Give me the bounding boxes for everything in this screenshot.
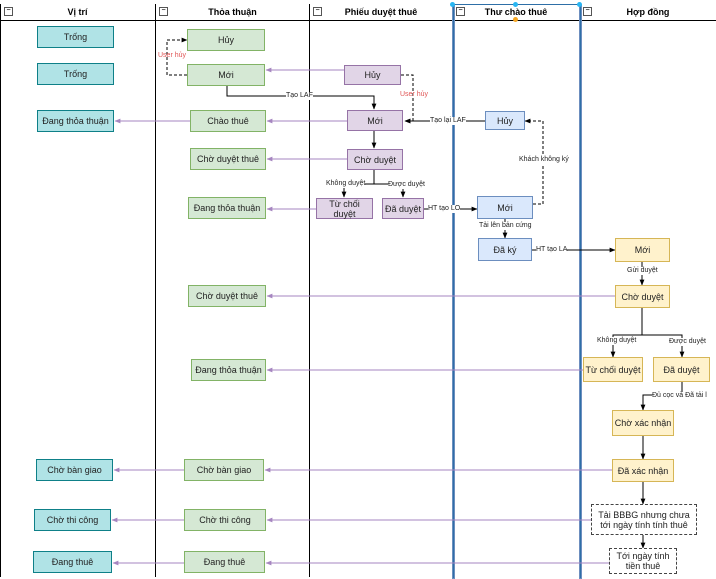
edge-duoc-duyet-2 — [642, 334, 685, 358]
node-hop-dong-tai-bbbg[interactable]: Tải BBBG nhưng chưa tới ngày tính tính t… — [591, 504, 697, 535]
lane-title: Hợp đồng — [626, 7, 670, 17]
node-hop-dong-da-xac-nhan[interactable]: Đã xác nhận — [612, 459, 674, 482]
node-thu-chao-thue-huy[interactable]: Hủy — [485, 111, 525, 130]
node-phieu-duyet-cho-duyet[interactable]: Chờ duyệt — [347, 149, 403, 170]
lane-header-hop-dong[interactable]: − Hợp đồng — [580, 4, 716, 21]
resize-handle[interactable] — [513, 2, 518, 7]
edge-label: Tải lên bản cứng — [479, 222, 532, 230]
node-thoa-thuan-cho-duyet-thue[interactable]: Chờ duyệt thuê — [190, 148, 266, 170]
lane-header-thoa-thuan[interactable]: − Thỏa thuận — [156, 4, 309, 21]
collapse-icon[interactable]: − — [583, 7, 592, 16]
node-hop-dong-da-duyet[interactable]: Đã duyệt — [653, 357, 710, 382]
node-thoa-thuan-chao-thue[interactable]: Chào thuê — [190, 110, 266, 132]
node-hop-dong-cho-duyet[interactable]: Chờ duyệt — [615, 285, 670, 308]
node-phieu-duyet-moi[interactable]: Mới — [347, 110, 403, 131]
node-hop-dong-cho-xac-nhan[interactable]: Chờ xác nhận — [612, 410, 674, 436]
node-hop-dong-moi[interactable]: Mới — [615, 238, 670, 262]
edge-khong-duyet-2 — [610, 308, 643, 358]
lane-border — [309, 4, 310, 577]
lane-header-phieu-duyet-thue[interactable]: − Phiếu duyệt thuê — [310, 4, 452, 21]
node-thoa-thuan-dang-thoa-thuan[interactable]: Đang thỏa thuận — [191, 359, 266, 381]
node-thu-chao-thue-da-ky[interactable]: Đã ký — [478, 238, 532, 261]
collapse-icon[interactable]: − — [313, 7, 322, 16]
node-vi-tri-trong[interactable]: Trống — [37, 63, 114, 85]
edge-label: HT tạo LO — [428, 205, 461, 213]
lane-border — [0, 4, 1, 577]
edge-label: User hủy — [400, 91, 429, 98]
node-vi-tri-cho-ban-giao[interactable]: Chờ bàn giao — [36, 459, 113, 481]
edge-label: HT tạo LA — [536, 246, 568, 254]
node-vi-tri-dang-thoa-thuan[interactable]: Đang thỏa thuận — [37, 110, 114, 132]
node-thoa-thuan-moi[interactable]: Mới — [187, 64, 265, 86]
lane-title: Thỏa thuận — [208, 7, 257, 17]
node-thoa-thuan-dang-thoa-thuan[interactable]: Đang thỏa thuận — [188, 197, 266, 219]
lane-header-vi-tri[interactable]: − Vị trí — [0, 4, 155, 21]
edge-label: Tạo LAF — [286, 92, 313, 100]
node-thoa-thuan-cho-thi-cong[interactable]: Chờ thi công — [184, 509, 266, 531]
rotate-handle[interactable] — [513, 17, 518, 22]
edge-label: Được duyệt — [388, 181, 425, 189]
node-vi-tri-cho-thi-cong[interactable]: Chờ thi công — [34, 509, 111, 531]
node-vi-tri-trong[interactable]: Trống — [37, 26, 114, 48]
node-hop-dong-tu-choi-duyet[interactable]: Từ chối duyệt — [583, 357, 643, 382]
node-thoa-thuan-dang-thue[interactable]: Đang thuê — [184, 551, 265, 573]
node-phieu-duyet-tu-choi-duyet[interactable]: Từ chối duyệt — [316, 198, 373, 219]
node-thu-chao-thue-moi[interactable]: Mới — [477, 196, 533, 219]
collapse-icon[interactable]: − — [159, 7, 168, 16]
edge-label: Được duyệt — [669, 338, 706, 346]
node-thoa-thuan-cho-ban-giao[interactable]: Chờ bàn giao — [184, 459, 264, 481]
edge-label: Tạo lại LAF — [430, 117, 466, 125]
edge-label: Gửi duyệt — [627, 267, 658, 275]
resize-handle[interactable] — [577, 2, 582, 7]
edge-label: Không duyệt — [597, 337, 637, 345]
edge-user-huy-1 — [166, 37, 188, 76]
lane-border — [155, 4, 156, 577]
node-hop-dong-toi-ngay-tinh-tien-thue[interactable]: Tới ngày tính tiền thuê — [609, 548, 677, 574]
collapse-icon[interactable]: − — [4, 7, 13, 16]
edge-user-huy-2 — [401, 74, 414, 124]
node-phieu-duyet-huy[interactable]: Hủy — [344, 65, 401, 85]
edge-label: Đủ cọc và Đã tải l — [652, 392, 707, 400]
collapse-icon[interactable]: − — [456, 7, 465, 16]
edge-label: User hủy — [158, 52, 187, 59]
lane-title: Phiếu duyệt thuê — [344, 7, 418, 17]
lane-title: Vị trí — [67, 7, 88, 17]
lane-title: Thư chào thuê — [484, 7, 548, 17]
node-vi-tri-dang-thue[interactable]: Đang thuê — [33, 551, 112, 573]
edge-label: Không duyệt — [326, 180, 366, 188]
node-thoa-thuan-cho-duyet-thue[interactable]: Chờ duyệt thuê — [188, 285, 266, 307]
resize-handle[interactable] — [450, 2, 455, 7]
node-thoa-thuan-huy[interactable]: Hủy — [187, 29, 265, 51]
edge-label: Khách không ký — [519, 156, 569, 164]
node-phieu-duyet-da-duyet[interactable]: Đã duyệt — [382, 198, 424, 219]
